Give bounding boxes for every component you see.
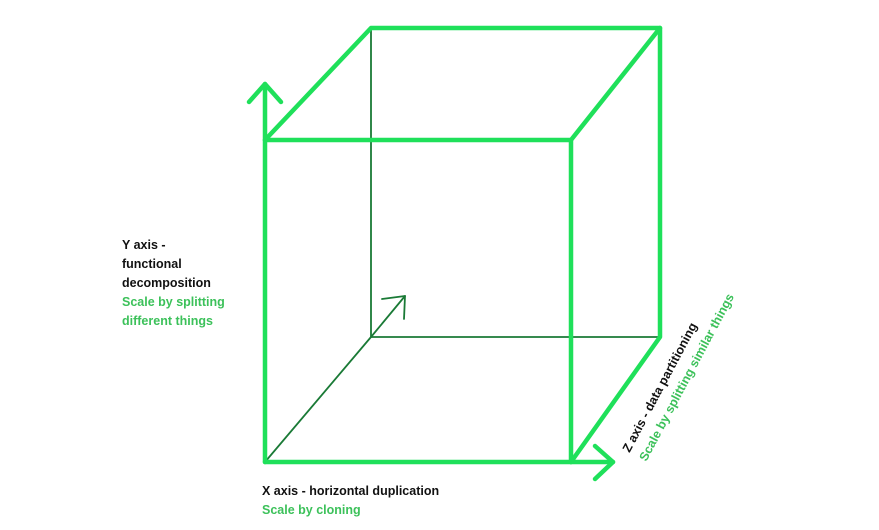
x-axis-arrow-icon (262, 443, 616, 482)
y-axis-subtitle-line-1: Scale by splitting (122, 295, 225, 309)
y-axis-title-line-3: decomposition (122, 276, 211, 290)
cube-back-edges (264, 27, 661, 463)
cube-front-edges (262, 25, 663, 465)
y-axis-subtitle-line-2: different things (122, 314, 213, 328)
x-axis-title: X axis - horizontal duplication (262, 484, 440, 498)
inner-z-arrow-icon (370, 295, 406, 338)
y-axis-label: Y axis - functional decomposition Scale … (122, 236, 225, 331)
right-face (568, 25, 663, 465)
top-face (262, 25, 663, 143)
back-diagonal-edge (264, 336, 372, 463)
y-axis-title-line-1: Y axis - (122, 238, 166, 252)
front-face (262, 137, 574, 465)
y-axis-arrow-icon (246, 81, 284, 465)
x-axis-subtitle: Scale by cloning (262, 503, 361, 517)
y-axis-title-line-2: functional (122, 257, 182, 271)
x-axis-label: X axis - horizontal duplication Scale by… (262, 482, 439, 520)
